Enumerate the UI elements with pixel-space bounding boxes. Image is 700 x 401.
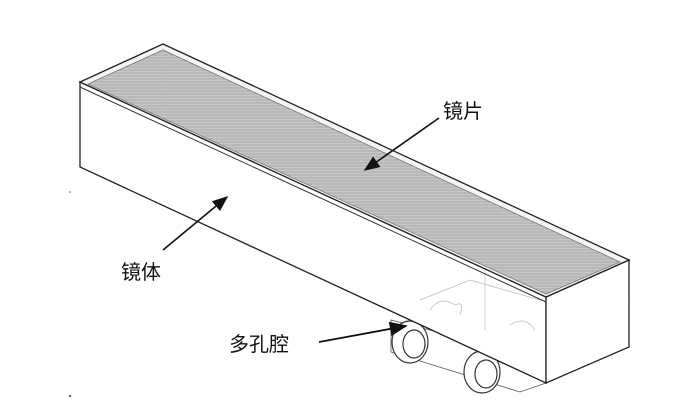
- cavity-arrow: [318, 321, 408, 343]
- cavity-ports: [390, 319, 547, 394]
- body-label: 镜体: [121, 260, 161, 284]
- cavity-label: 多孔腔: [229, 332, 289, 356]
- mirror-plate: [87, 49, 621, 295]
- mirror-label: 镜片: [443, 99, 483, 123]
- body-arrow: [162, 195, 229, 251]
- mirror-arrow: [363, 117, 440, 171]
